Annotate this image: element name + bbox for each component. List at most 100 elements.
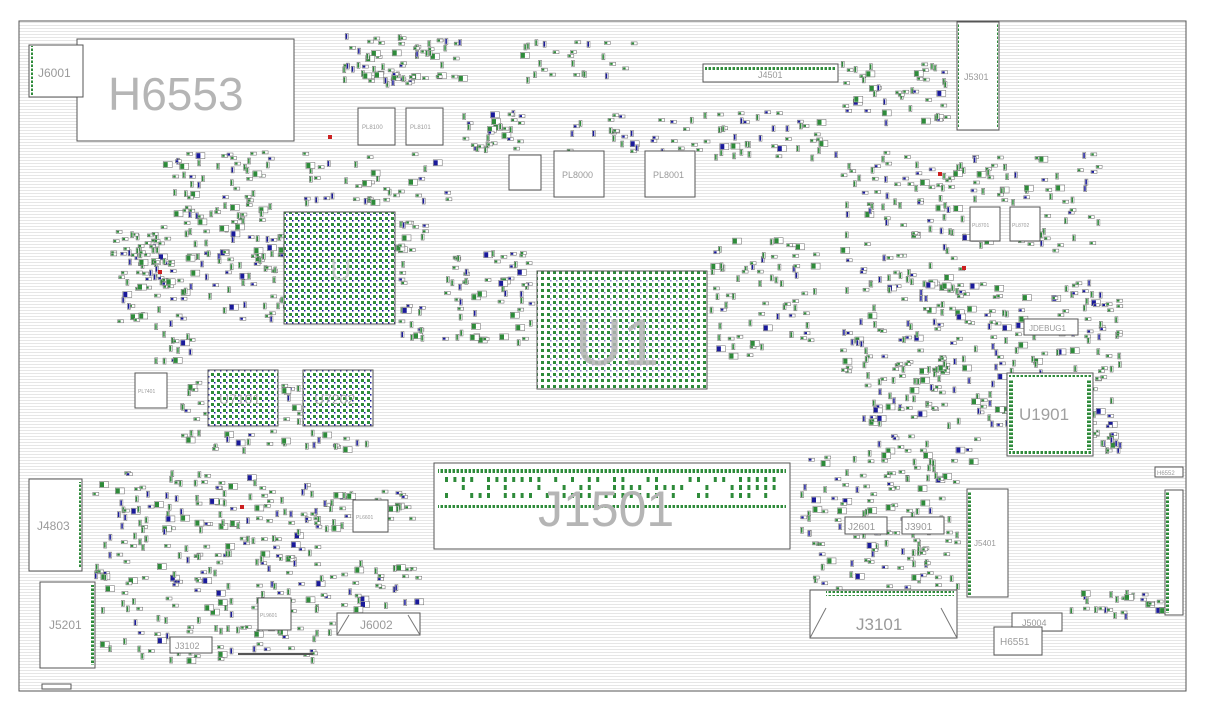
smd-pad <box>305 517 309 520</box>
jdebug1-connector: JDEBUG1 <box>1023 318 1079 336</box>
j1501-pad <box>671 493 675 498</box>
smd-pad <box>811 263 816 269</box>
smd-pad <box>1100 328 1103 331</box>
j1501-pad <box>764 485 768 490</box>
smd-pad <box>871 419 875 422</box>
smd-pad <box>311 430 314 436</box>
smd-pad <box>827 558 832 564</box>
smd-pad <box>541 68 545 71</box>
j2601-connector: J2601 <box>844 516 888 535</box>
smd-pad <box>922 548 925 551</box>
smd-pad <box>227 153 230 156</box>
smd-pad <box>204 230 207 233</box>
j1501-pad <box>730 493 734 498</box>
smd-pad <box>223 500 226 506</box>
smd-pad <box>423 224 426 227</box>
smd-pad <box>787 244 790 247</box>
smd-pad <box>342 573 345 576</box>
smd-pad <box>492 251 494 257</box>
smd-pad <box>205 522 208 525</box>
smd-pad <box>876 405 880 408</box>
smd-pad <box>243 302 246 308</box>
smd-pad <box>916 162 918 168</box>
smd-pad <box>570 51 574 53</box>
smd-pad <box>967 306 972 312</box>
smd-pad <box>907 557 911 560</box>
smd-pad <box>803 124 806 127</box>
smd-pad <box>402 76 404 82</box>
smd-pad <box>822 582 825 585</box>
h6551-label: H6551 <box>1000 637 1030 648</box>
smd-pad <box>235 224 240 230</box>
smd-pad <box>180 509 183 515</box>
smd-pad <box>1107 309 1111 312</box>
smd-pad <box>214 444 217 450</box>
smd-pad <box>181 434 185 437</box>
smd-pad <box>472 294 477 300</box>
smd-pad <box>256 256 260 261</box>
smd-pad <box>866 71 871 77</box>
smd-pad <box>124 560 127 563</box>
smd-pad <box>384 603 387 609</box>
smd-pad <box>264 648 268 651</box>
smd-pad <box>759 135 761 141</box>
smd-pad <box>382 64 384 70</box>
smd-pad <box>968 378 970 384</box>
smd-pad <box>436 75 440 78</box>
smd-pad <box>1110 366 1113 372</box>
smd-pad <box>354 607 359 613</box>
smd-pad <box>885 540 887 546</box>
pl8101-label: PL8101 <box>410 125 431 131</box>
smd-pad <box>1097 220 1099 225</box>
smd-pad <box>404 600 406 605</box>
smd-pad <box>223 196 226 199</box>
smd-pad <box>318 437 320 443</box>
smd-pad <box>155 324 157 330</box>
smd-pad <box>155 633 158 636</box>
smd-pad <box>148 650 152 652</box>
smd-pad <box>803 312 807 315</box>
smd-pad <box>574 125 577 128</box>
smd-pad <box>297 412 301 415</box>
smd-pad <box>232 237 234 243</box>
smd-pad <box>722 126 724 132</box>
smd-pad <box>720 144 725 150</box>
smd-pad <box>414 333 418 339</box>
svg-text:U: U <box>330 254 352 287</box>
pl8702-label: PL8702 <box>1012 223 1029 229</box>
smd-pad <box>121 541 125 544</box>
smd-pad <box>812 542 816 545</box>
smd-pad <box>886 404 891 410</box>
smd-pad <box>393 587 395 592</box>
smd-pad <box>923 281 925 287</box>
j5401-connector: J5401 <box>966 488 1009 598</box>
smd-pad <box>231 231 236 237</box>
smd-pad <box>135 488 138 491</box>
smd-pad <box>149 270 152 276</box>
j1501-label: J1501 <box>538 481 674 537</box>
smd-pad <box>517 140 521 143</box>
smd-pad <box>124 515 126 520</box>
smd-pad <box>958 284 961 287</box>
smd-pad <box>308 550 311 556</box>
smd-pad <box>163 258 165 264</box>
smd-pad <box>812 497 816 503</box>
smd-pad <box>256 517 260 520</box>
smd-pad <box>100 641 105 647</box>
smd-pad <box>416 576 419 579</box>
smd-pad <box>933 371 936 377</box>
smd-pad <box>218 599 223 605</box>
smd-pad <box>230 598 232 604</box>
j4501-connector: J4501 <box>702 63 839 83</box>
j1501-pad <box>587 477 591 482</box>
smd-pad <box>433 160 438 166</box>
smd-pad <box>843 330 845 335</box>
smd-pad <box>146 278 149 281</box>
smd-pad <box>170 270 174 272</box>
smd-pad <box>935 576 939 579</box>
smd-pad <box>938 478 941 480</box>
smd-pad <box>130 544 134 547</box>
smd-pad <box>309 176 312 182</box>
smd-pad <box>382 490 385 493</box>
smd-pad <box>933 466 935 472</box>
